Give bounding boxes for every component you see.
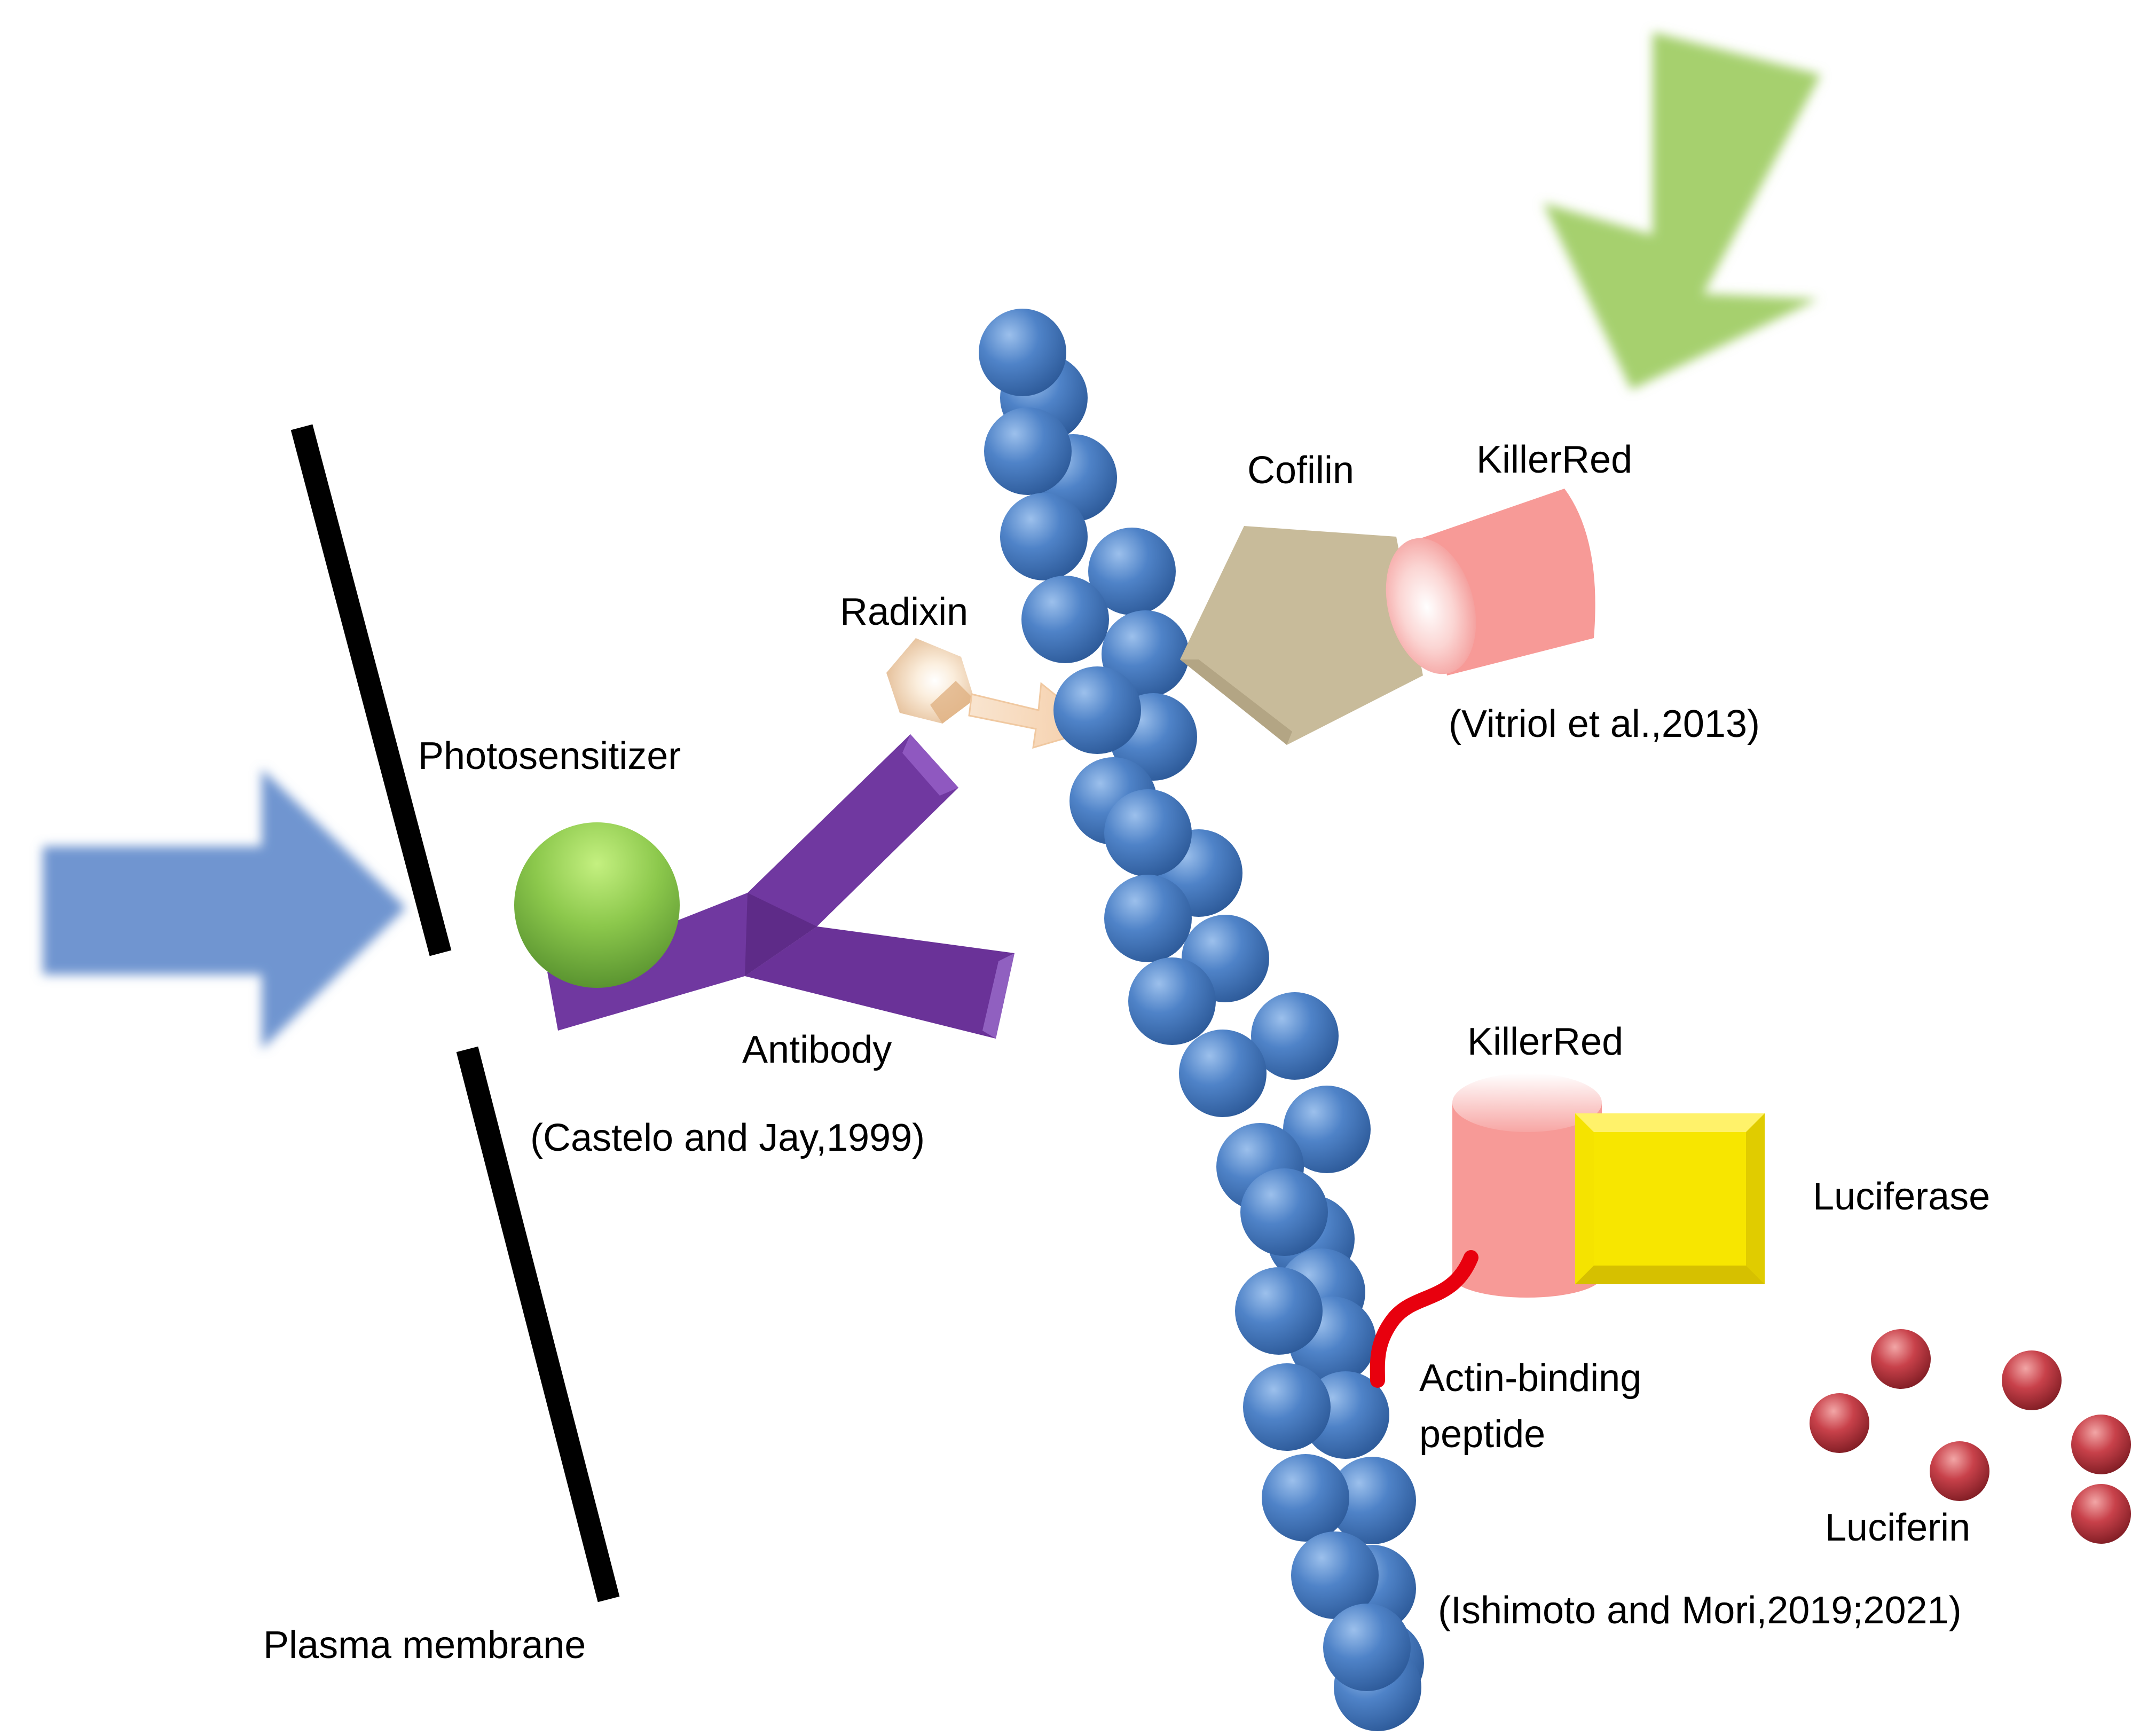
actin-bead bbox=[1021, 576, 1109, 663]
actin-bead bbox=[1323, 1604, 1411, 1691]
label-cofilin: Cofilin bbox=[1247, 449, 1354, 492]
label-peptide: peptide bbox=[1419, 1413, 1545, 1456]
luciferin-ball bbox=[2002, 1350, 2062, 1410]
label-radixin: Radixin bbox=[840, 591, 968, 633]
cofilin bbox=[1180, 526, 1423, 745]
actin-bead bbox=[1104, 875, 1192, 962]
actin-bead bbox=[984, 407, 1072, 495]
luciferin-ball bbox=[2071, 1484, 2131, 1544]
actin-bead bbox=[1000, 493, 1088, 580]
cofilin-shade bbox=[1180, 659, 1292, 745]
actin-bead bbox=[1251, 992, 1339, 1080]
label-killerred-bottom: KillerRed bbox=[1467, 1020, 1623, 1063]
radixin bbox=[886, 638, 974, 724]
actin-bead bbox=[1283, 1086, 1371, 1173]
luciferase bbox=[1575, 1113, 1765, 1284]
actin-bead bbox=[1240, 1168, 1328, 1256]
actin-filament bbox=[979, 309, 1424, 1731]
label-vitriol-citation: (Vitriol et al.,2013) bbox=[1449, 703, 1760, 745]
excitation-light-arrow-blue bbox=[43, 769, 406, 1049]
actin-bead bbox=[1262, 1454, 1349, 1542]
plasma-membrane bbox=[290, 424, 620, 1603]
luciferin-ball bbox=[1871, 1329, 1931, 1389]
actin-bead bbox=[1088, 528, 1176, 615]
label-killerred-top: KillerRed bbox=[1476, 438, 1632, 481]
actin-bead bbox=[1053, 666, 1141, 754]
luciferin-ball bbox=[1930, 1441, 1989, 1501]
actin-bead bbox=[1291, 1531, 1379, 1619]
label-actin-binding: Actin-binding bbox=[1419, 1357, 1641, 1400]
label-photosensitizer: Photosensitizer bbox=[418, 735, 681, 777]
label-antibody: Antibody bbox=[742, 1028, 892, 1071]
actin-bead bbox=[1243, 1363, 1331, 1451]
actin-binding-peptide-linker bbox=[1370, 1250, 1478, 1388]
actin-bead bbox=[1179, 1030, 1267, 1117]
actin-bead bbox=[1235, 1267, 1323, 1355]
label-castelo-citation: (Castelo and Jay,1999) bbox=[530, 1117, 925, 1159]
actin-bead bbox=[1128, 957, 1216, 1045]
actin-bead bbox=[979, 309, 1066, 396]
label-ishimoto-citation: (Ishimoto and Mori,2019;2021) bbox=[1438, 1589, 1962, 1632]
luciferin-ball bbox=[2071, 1415, 2131, 1474]
label-luciferin: Luciferin bbox=[1825, 1506, 1970, 1549]
luciferin-ball bbox=[1810, 1393, 1869, 1453]
photosensitizer-ball bbox=[514, 822, 680, 988]
actin-bead bbox=[1328, 1457, 1416, 1544]
label-luciferase: Luciferase bbox=[1813, 1175, 1990, 1218]
killerred-top bbox=[1386, 489, 1595, 675]
excitation-light-arrow-green bbox=[1543, 32, 1821, 390]
luciferin-molecules bbox=[1810, 1329, 2131, 1544]
label-plasma-membrane: Plasma membrane bbox=[263, 1624, 586, 1667]
actin-bead bbox=[1104, 789, 1192, 877]
